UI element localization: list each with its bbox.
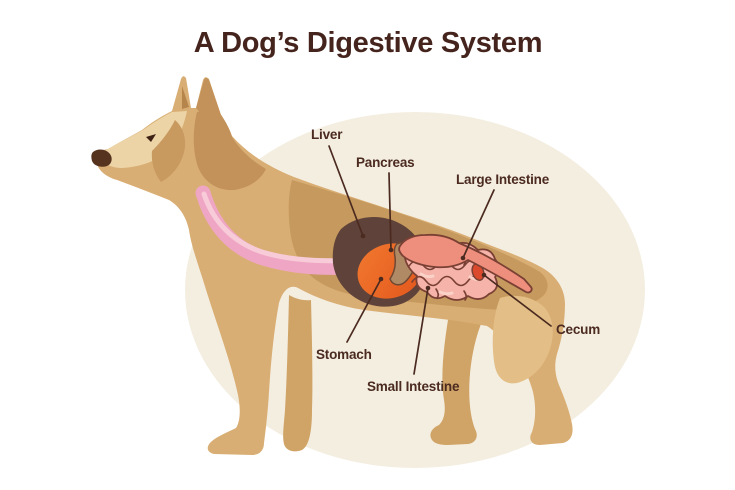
dog-thigh-highlight bbox=[492, 295, 553, 384]
leader-line-cecum bbox=[483, 274, 552, 327]
dog-inner-ear bbox=[182, 86, 189, 109]
leader-line-liver bbox=[328, 145, 364, 237]
leader-dot-cecum bbox=[481, 272, 487, 278]
dog-cheek-patch bbox=[151, 120, 186, 182]
dog-eye bbox=[146, 134, 156, 142]
label-cecum: Cecum bbox=[556, 322, 600, 337]
leader-line-large-intestine bbox=[462, 189, 495, 259]
leader-dot-large-intestine bbox=[460, 255, 466, 261]
leader-dot-liver bbox=[360, 233, 366, 239]
leader-line-small-intestine bbox=[413, 287, 429, 375]
leader-dot-pancreas bbox=[388, 247, 394, 253]
label-liver: Liver bbox=[311, 127, 343, 142]
label-stomach: Stomach bbox=[316, 347, 372, 362]
dog-hind-leg-far bbox=[430, 307, 484, 445]
label-pancreas: Pancreas bbox=[356, 155, 414, 170]
label-small-intestine: Small Intestine bbox=[367, 379, 460, 394]
leader-dot-small-intestine bbox=[425, 285, 431, 291]
leader-dot-stomach bbox=[378, 276, 384, 282]
leader-line-pancreas bbox=[388, 172, 392, 251]
leader-lines bbox=[328, 145, 552, 375]
label-large-intestine: Large Intestine bbox=[456, 172, 550, 187]
dog-front-leg-far bbox=[283, 295, 313, 452]
leader-line-stomach bbox=[346, 278, 382, 343]
dog-neck-patch bbox=[193, 108, 266, 191]
large-intestine-shape bbox=[398, 233, 533, 294]
diagram-title: A Dog’s Digestive System bbox=[194, 27, 542, 59]
dog-head-light-patch bbox=[98, 111, 187, 168]
dog-nose bbox=[91, 149, 112, 167]
